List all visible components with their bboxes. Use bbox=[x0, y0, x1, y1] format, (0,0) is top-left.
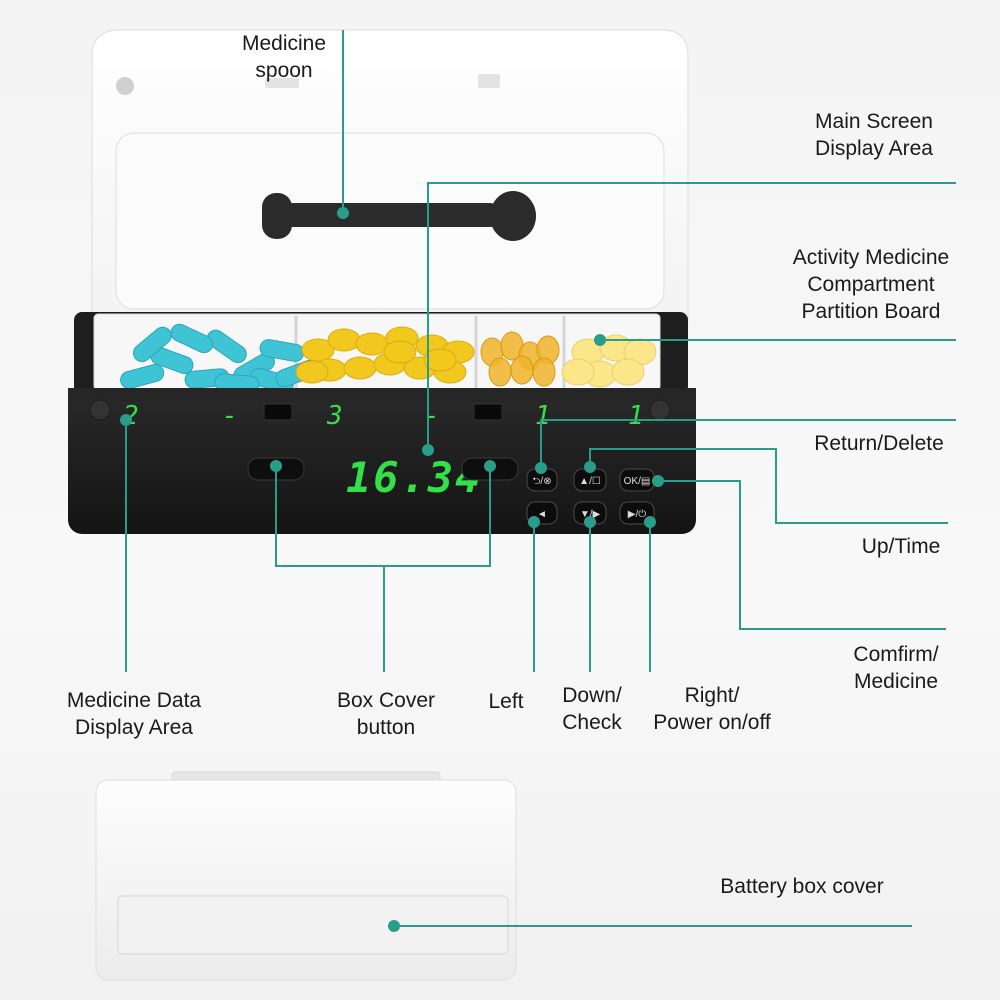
slot-digit-3: 1 bbox=[535, 401, 551, 431]
svg-text:▲/☐: ▲/☐ bbox=[579, 476, 601, 487]
slot-separator-1: - bbox=[222, 401, 238, 431]
left-button[interactable]: ◄ bbox=[526, 501, 558, 525]
gel-capsules bbox=[480, 331, 560, 387]
label-left: Left bbox=[488, 690, 524, 713]
label-right-power: Right/ Power on/off bbox=[653, 684, 771, 734]
svg-text:▼/▶: ▼/▶ bbox=[580, 509, 601, 520]
slot-digit-4: 1 bbox=[628, 401, 644, 431]
return-delete-button[interactable]: ⮌/⊗ bbox=[526, 468, 558, 492]
slot-digit-1: 2 bbox=[123, 401, 139, 431]
label-up-time: Up/Time bbox=[861, 535, 941, 558]
label-medicine-data: Medicine Data Display Area bbox=[66, 689, 202, 739]
up-time-button[interactable]: ▲/☐ bbox=[573, 468, 607, 492]
box-cover-button-left[interactable] bbox=[247, 457, 305, 481]
right-power-button[interactable]: ▶/⏻ bbox=[619, 501, 655, 525]
battery-cover-panel[interactable] bbox=[117, 895, 509, 955]
slot-separator-2: - bbox=[424, 401, 440, 431]
label-battery-cover: Battery box cover bbox=[720, 875, 884, 898]
battery-box-bottom-view bbox=[95, 771, 517, 981]
down-check-button[interactable]: ▼/▶ bbox=[573, 501, 607, 525]
label-down-check: Down/ Check bbox=[562, 684, 622, 734]
svg-text:◄: ◄ bbox=[537, 509, 547, 520]
ok-confirm-button[interactable]: OK/▤ bbox=[619, 468, 655, 492]
slot-digit-2: 3 bbox=[326, 401, 343, 431]
label-medicine-spoon: Medicine spoon bbox=[241, 32, 327, 82]
main-clock-display: 16.34 bbox=[346, 453, 482, 502]
box-cover-button-right[interactable] bbox=[461, 457, 519, 481]
svg-text:OK/▤: OK/▤ bbox=[624, 476, 651, 487]
label-box-cover: Box Cover button bbox=[336, 689, 436, 739]
label-main-screen: Main Screen Display Area bbox=[815, 110, 933, 160]
svg-text:⮌/⊗: ⮌/⊗ bbox=[532, 476, 551, 487]
label-confirm-medicine: Comfirm/ Medicine bbox=[853, 643, 939, 693]
open-lid bbox=[91, 29, 689, 323]
label-partition-board: Activity Medicine Compartment Partition … bbox=[792, 246, 950, 323]
label-return-delete: Return/Delete bbox=[814, 432, 944, 455]
svg-text:▶/⏻: ▶/⏻ bbox=[628, 509, 646, 520]
